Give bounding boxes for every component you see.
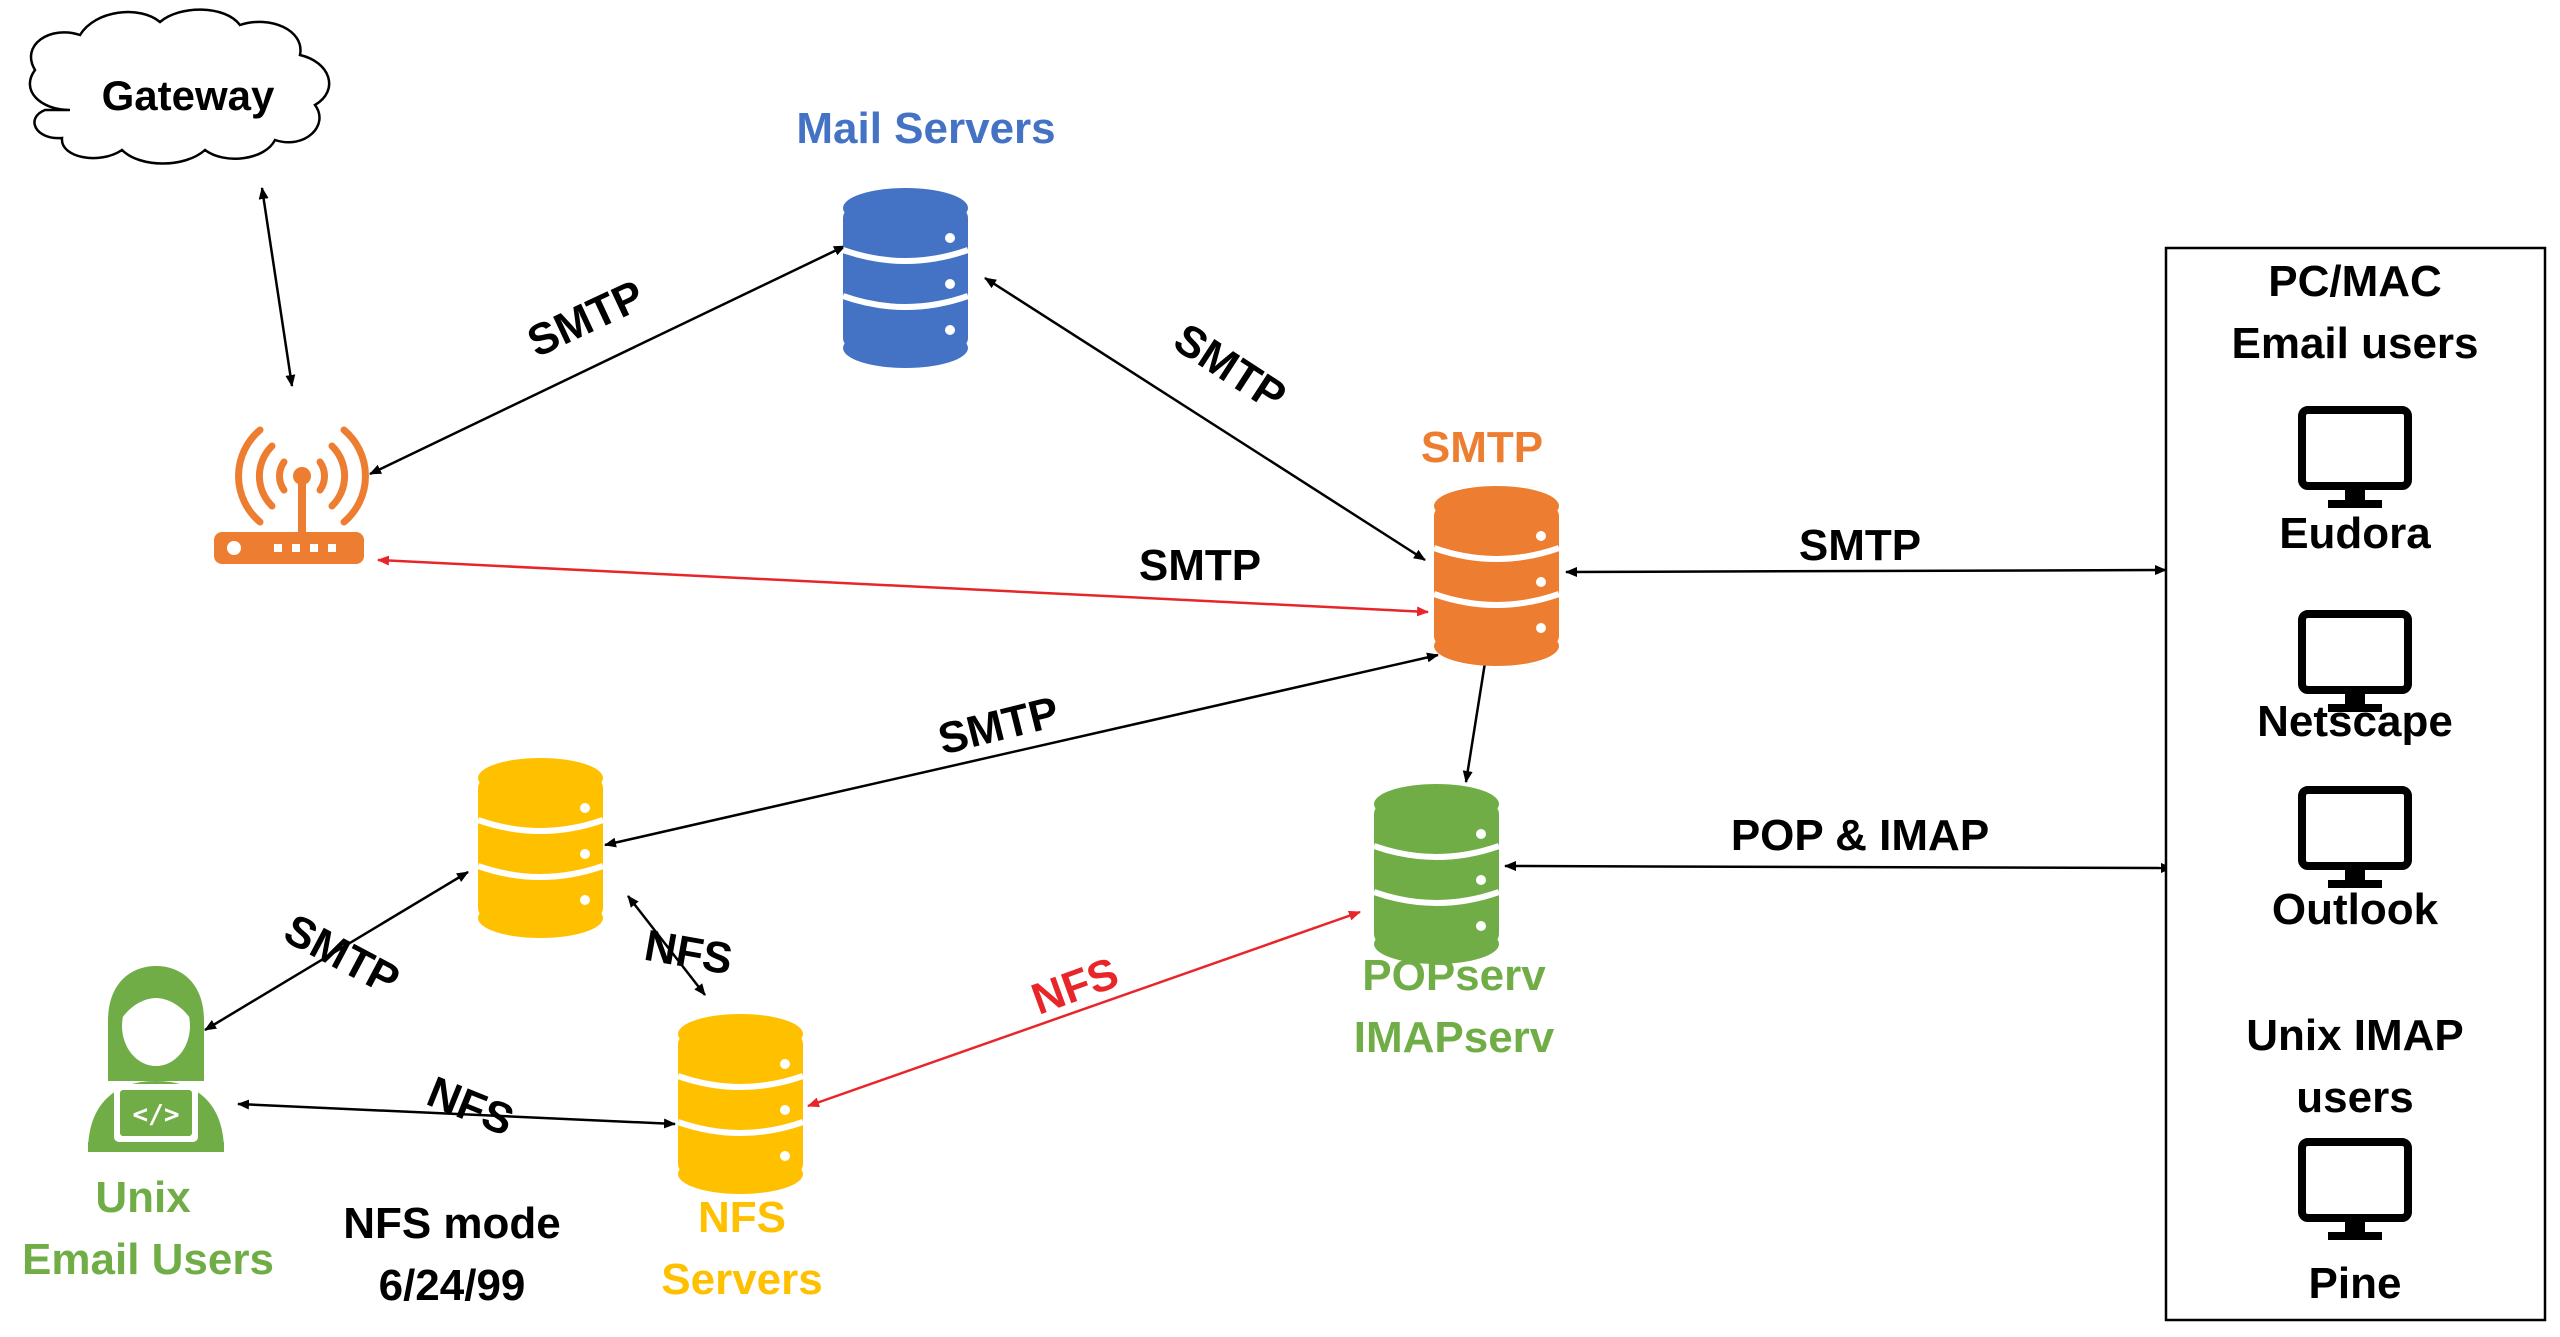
mail-servers-node: Mail Servers (796, 104, 1056, 368)
client-netscape: Netscape (2257, 697, 2453, 746)
edge-label-router-mail: SMTP (520, 271, 651, 367)
unix-users-label-line2: Email Users (22, 1235, 274, 1284)
unix-imap-title-line1: Unix IMAP (2246, 1011, 2464, 1060)
connections (204, 187, 2173, 1129)
edge-label-unix-nfs: NFS (420, 1067, 520, 1145)
smtp-server-label: SMTP (1421, 423, 1543, 472)
database-icon (842, 188, 969, 368)
clients-panel-title-line2: Email users (2231, 319, 2478, 368)
database-icon (1373, 784, 1500, 964)
unix-imap-title-line2: users (2296, 1073, 2413, 1122)
edge-mail-smtp (984, 276, 1426, 562)
smtp-server-node: SMTP (1421, 423, 1560, 666)
client-pine: Pine (2309, 1259, 2402, 1308)
pop-imap-node: POPserv IMAPserv (1354, 784, 1555, 1062)
edge-smtp-clients (1565, 565, 2167, 577)
nfs-mode-note: NFS mode 6/24/99 (343, 1199, 561, 1310)
edge-gateway-router (258, 187, 296, 387)
svg-text:</>: </> (133, 1100, 180, 1130)
edge-unix-nfs (237, 1099, 676, 1129)
edge-nfs-pop (807, 910, 1361, 1108)
database-icon (477, 758, 604, 938)
edge-label-smtp-clients: SMTP (1799, 521, 1921, 570)
nfs-servers-node: NFS Servers (661, 1014, 823, 1304)
gateway-label: Gateway (102, 72, 275, 119)
client-outlook: Outlook (2272, 885, 2439, 934)
clients-panel: PC/MAC Email users Eudora Netscape Outlo… (2164, 246, 2547, 1322)
edge-label-router-smtp: SMTP (1139, 541, 1261, 590)
database-icon (1433, 486, 1560, 666)
edge-label-yellow-nfs: NFS (641, 921, 736, 985)
edge-smtp-pop (1462, 649, 1491, 783)
edge-yellow-smtp (604, 652, 1439, 848)
edge-router-mail (369, 244, 846, 476)
edge-yellow-unix (204, 870, 469, 1032)
developer-user-icon: </> (88, 966, 224, 1152)
monitor-icon (2298, 610, 2412, 712)
edge-pop-clients (1504, 861, 2173, 873)
edge-label-pop-clients: POP & IMAP (1731, 811, 1989, 860)
client-eudora: Eudora (2279, 509, 2431, 558)
clients-panel-title-line1: PC/MAC (2268, 257, 2442, 306)
database-icon (677, 1014, 804, 1194)
nfs-mode-date: 6/24/99 (379, 1261, 526, 1310)
nfs-servers-label-line1: NFS (698, 1193, 786, 1242)
unix-users-node: </> Unix Email Users (22, 966, 274, 1284)
cloud-icon (28, 8, 331, 165)
edge-router-smtp (377, 555, 1429, 617)
monitor-icon (2298, 786, 2412, 888)
unix-users-label-line1: Unix (95, 1173, 191, 1222)
mail-servers-label: Mail Servers (796, 104, 1055, 153)
monitor-icon (2298, 406, 2412, 508)
nfs-servers-label-line2: Servers (661, 1255, 822, 1304)
gateway-node: Gateway (28, 8, 331, 165)
pop-imap-label-line1: POPserv (1362, 951, 1546, 1000)
nfs-mode-line1: NFS mode (343, 1199, 561, 1248)
wireless-router-icon (214, 426, 369, 564)
yellow-server-node (477, 758, 604, 938)
edge-label-yellow-smtp: SMTP (933, 687, 1063, 764)
pop-imap-label-line2: IMAPserv (1354, 1013, 1555, 1062)
router-node (214, 426, 369, 564)
monitor-icon (2298, 1138, 2412, 1240)
edge-yellow-nfs (627, 895, 706, 996)
